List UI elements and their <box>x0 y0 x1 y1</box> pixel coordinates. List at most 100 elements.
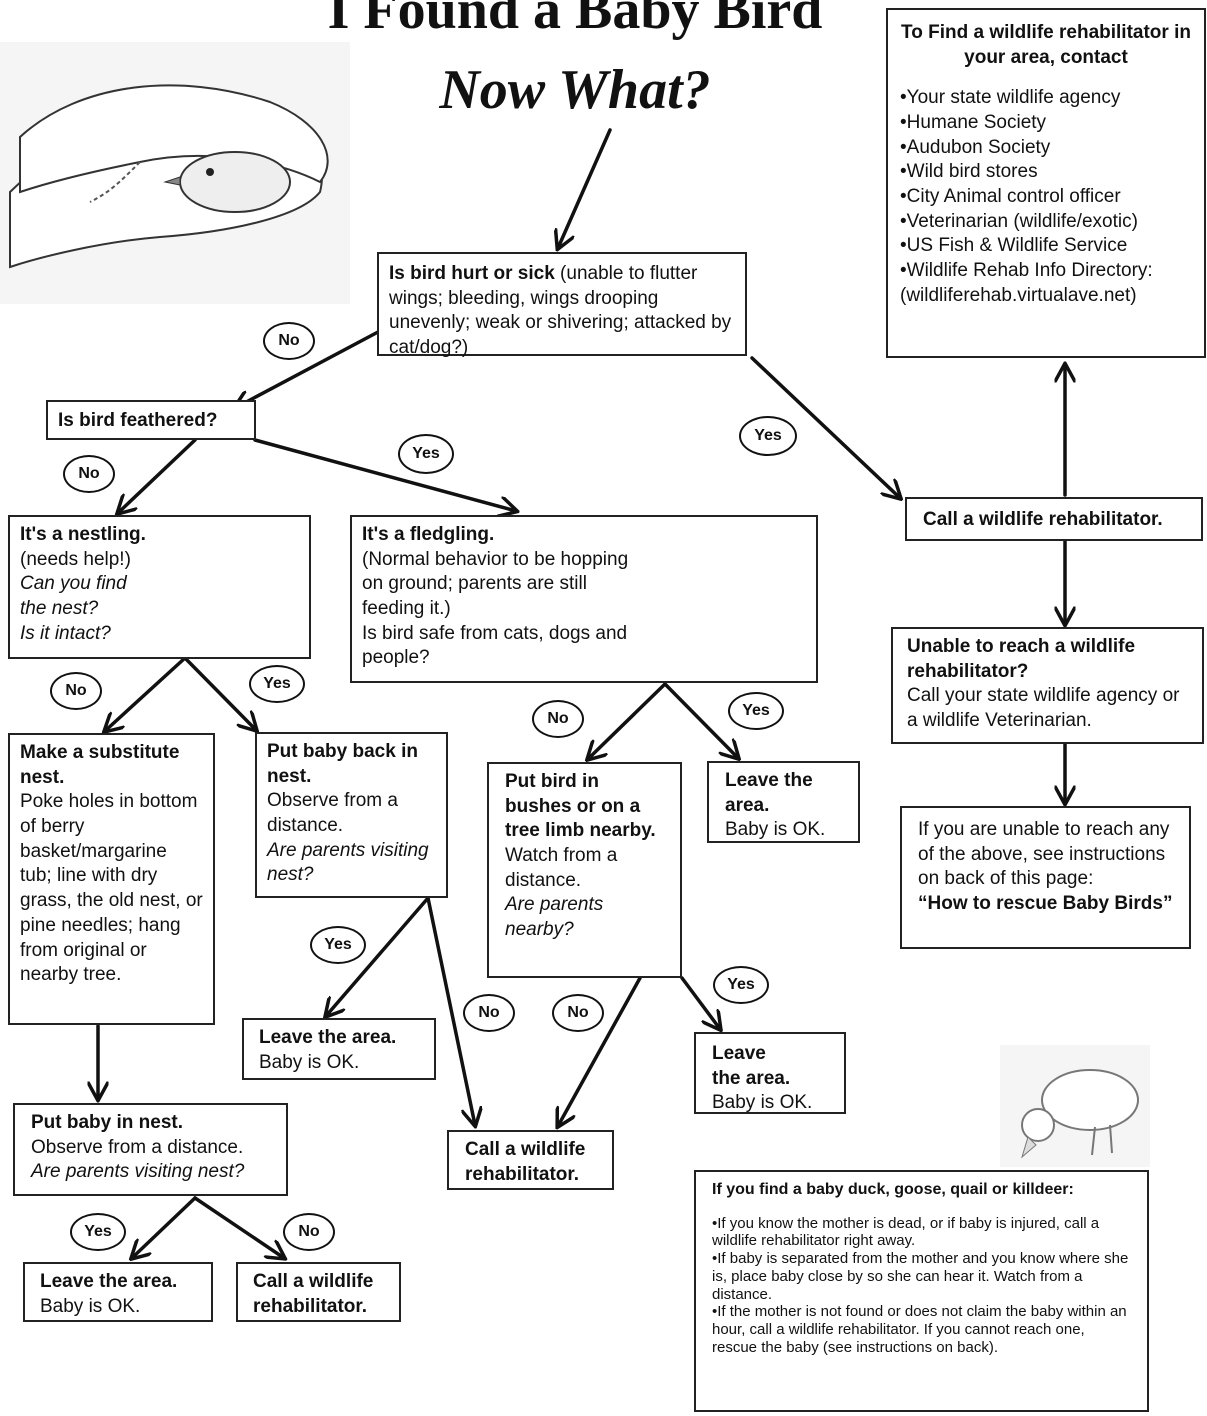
box-unable-to-reach: Unable to reach a wildlife rehabilitator… <box>891 627 1204 744</box>
arrow-putback-call <box>426 896 475 1125</box>
contact-item: •Humane Society <box>900 111 1047 133</box>
badge-yes-nestling: Yes <box>249 665 305 703</box>
badge-yes-feathered: Yes <box>398 434 454 474</box>
call-bottom-text: Call a wildlife rehabilitator. <box>253 1271 374 1317</box>
contact-item: •Wild bird stores <box>900 161 1038 183</box>
contact-item: •US Fish & Wildlife Service <box>900 235 1128 257</box>
hurt-question: Is bird hurt or sick <box>389 263 555 284</box>
badge-no-bushes: No <box>552 994 604 1032</box>
badge-no-putnest: No <box>283 1213 335 1251</box>
contact-item: (wildliferehab.virtualave.net) <box>900 284 1137 306</box>
badge-no-putback: No <box>463 994 515 1032</box>
box-contacts: To Find a wildlife rehabilitator in your… <box>886 8 1206 358</box>
contact-item: •Audubon Society <box>900 136 1051 158</box>
arrow-title-hurt <box>558 128 612 248</box>
leave-mid-ok: Baby is OK. <box>259 1051 360 1073</box>
box-call-bottom: Call a wildlife rehabilitator. <box>236 1262 401 1322</box>
bushes-title: Put bird in bushes or on a tree limb nea… <box>505 771 656 842</box>
duck-title: If you find a baby duck, goose, quail or… <box>712 1181 1074 1198</box>
badge-no-nestling: No <box>50 672 102 710</box>
nestling-needs-help: (needs help!) <box>20 548 131 570</box>
box-leave-right: Leave the area. Baby is OK. <box>694 1032 846 1114</box>
fledgling-behavior: (Normal behavior to be hopping on ground… <box>362 548 629 620</box>
hurt-details: (unable to flutter wings; bleeding, wing… <box>389 263 732 359</box>
contact-item: •Wildlife Rehab Info Directory: <box>900 259 1153 281</box>
badge-no-hurt: No <box>263 322 315 360</box>
contact-item: •Veterinarian (wildlife/exotic) <box>900 210 1138 232</box>
page-title: I Found a Baby Bird <box>327 0 823 41</box>
put-back-observe: Observe from a distance. <box>267 790 398 837</box>
put-back-question: Are parents visiting nest? <box>267 839 429 886</box>
arrow-fledgling-leave <box>663 682 738 758</box>
bushes-watch: Watch from a distance. <box>505 845 618 891</box>
arrow-fledgling-bushes <box>588 682 667 759</box>
contact-item: •Your state wildlife agency <box>900 87 1121 109</box>
nestling-intact: Is it intact? <box>20 622 111 644</box>
arrow-nestling-putback <box>183 656 256 730</box>
put-in-nest-observe: Observe from a distance. <box>31 1136 244 1158</box>
leave-right-title: Leave the area. <box>712 1043 791 1089</box>
fledgling-safe-question: Is bird safe from cats, dogs and people? <box>362 622 628 669</box>
leave-fledgling-title: Leave the area. <box>725 770 813 816</box>
arrow-hurt-call <box>750 356 900 498</box>
gloved-hands-illustration <box>0 42 350 304</box>
arrow-feathered-nestling <box>118 438 197 513</box>
nestling-find-nest: Can you find the nest? <box>20 573 127 620</box>
if-unable-text: If you are unable to reach any of the ab… <box>918 819 1170 890</box>
duckling-illustration <box>1000 1045 1150 1167</box>
box-put-in-nest: Put baby in nest. Observe from a distanc… <box>13 1103 288 1196</box>
arrow-feathered-fledgling <box>253 438 516 511</box>
page-subtitle: Now What? <box>439 59 711 121</box>
put-back-title: Put baby back in nest. <box>267 741 418 787</box>
box-nestling: It's a nestling. (needs help!) Can you f… <box>8 515 311 659</box>
nestling-title: It's a nestling. <box>20 524 146 545</box>
feathered-question: Is bird feathered? <box>58 410 218 431</box>
leave-fledgling-ok: Baby is OK. <box>725 819 826 841</box>
contacts-list: •Your state wildlife agency •Humane Soci… <box>900 86 1192 308</box>
leave-mid-title: Leave the area. <box>259 1027 397 1048</box>
badge-yes-putback: Yes <box>310 926 366 964</box>
box-fledgling: It's a fledgling. (Normal behavior to be… <box>350 515 818 683</box>
box-bushes: Put bird in bushes or on a tree limb nea… <box>487 762 682 978</box>
badge-no-feathered: No <box>63 455 115 493</box>
duck-item: •If baby is separated from the mother an… <box>712 1250 1129 1303</box>
arrow-bushes-call <box>558 976 642 1126</box>
box-substitute-nest: Make a substitute nest. Poke holes in bo… <box>8 733 215 1025</box>
box-call-center: Call a wildlife rehabilitator. <box>447 1130 614 1190</box>
put-in-nest-title: Put baby in nest. <box>31 1112 184 1133</box>
box-if-unable: If you are unable to reach any of the ab… <box>900 806 1191 949</box>
substitute-instructions: Poke holes in bottom of berry basket/mar… <box>20 791 203 986</box>
fledgling-title: It's a fledgling. <box>362 524 495 545</box>
box-put-back-in-nest: Put baby back in nest. Observe from a di… <box>255 732 448 898</box>
leave-right-ok: Baby is OK. <box>712 1092 813 1114</box>
box-leave-fledgling: Leave the area. Baby is OK. <box>707 761 860 843</box>
unable-text: Call your state wildlife agency or a wil… <box>907 685 1180 732</box>
badge-yes-fledgling: Yes <box>728 692 784 730</box>
leave-bottom-ok: Baby is OK. <box>40 1295 141 1317</box>
duck-item: •If you know the mother is dead, or if b… <box>712 1214 1100 1250</box>
arrow-putback-leave <box>326 896 430 1016</box>
badge-yes-hurt: Yes <box>739 416 797 456</box>
call-center-text: Call a wildlife rehabilitator. <box>465 1139 586 1185</box>
if-unable-title: “How to rescue Baby Birds” <box>918 893 1173 915</box>
call-main-text: Call a wildlife rehabilitator. <box>923 509 1163 530</box>
box-duck-goose: If you find a baby duck, goose, quail or… <box>694 1170 1149 1412</box>
put-in-nest-question: Are parents visiting nest? <box>31 1161 245 1183</box>
arrow-bushes-leave <box>680 976 720 1029</box>
contacts-title: To Find a wildlife rehabilitator in your… <box>901 22 1191 69</box>
bushes-question: Are parents nearby? <box>505 894 604 941</box>
box-leave-bottom: Leave the area. Baby is OK. <box>23 1262 213 1322</box>
badge-yes-putnest: Yes <box>70 1213 126 1251</box>
box-leave-mid: Leave the area. Baby is OK. <box>242 1018 436 1080</box>
badge-yes-bushes: Yes <box>713 966 769 1004</box>
contact-item: •City Animal control officer <box>900 185 1121 207</box>
arrow-nestling-substitute <box>105 656 187 731</box>
arrow-putnest-leave <box>132 1196 197 1258</box>
arrow-hurt-feathered <box>235 330 380 408</box>
duck-item: •If the mother is not found or does not … <box>712 1303 1127 1356</box>
box-call-rehabilitator: Call a wildlife rehabilitator. <box>905 497 1203 541</box>
badge-no-fledgling: No <box>532 700 584 738</box>
arrow-putnest-call <box>193 1196 284 1258</box>
box-feathered: Is bird feathered? <box>46 400 256 440</box>
